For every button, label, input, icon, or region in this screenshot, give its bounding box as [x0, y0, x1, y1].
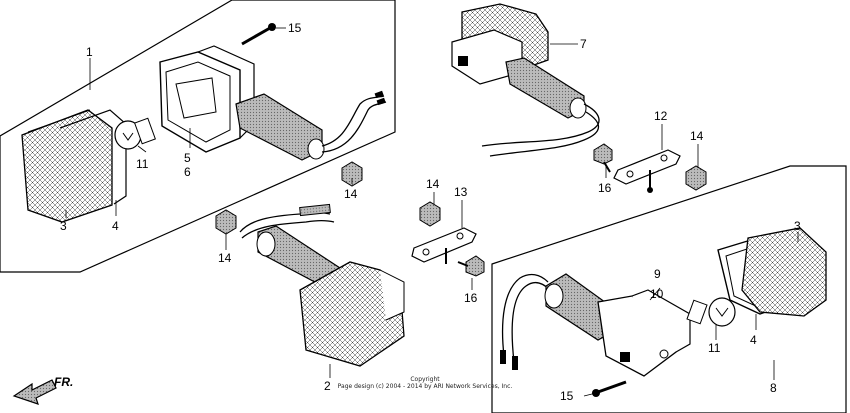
lens-part-3-right [741, 227, 827, 317]
label-part-5: 5 [184, 151, 191, 165]
label-part-7: 7 [580, 37, 587, 51]
label-part-13: 13 [454, 185, 468, 199]
label-part-1: 1 [86, 45, 93, 59]
label-part-16-center: 16 [464, 291, 478, 305]
label-part-3-left: 3 [60, 219, 67, 233]
label-part-10: 10 [650, 287, 664, 301]
turn-signal-part-2 [215, 203, 405, 367]
nut-part-14-left [215, 209, 237, 235]
assembly-box-left [0, 0, 396, 273]
bulb-part-11-left [114, 117, 156, 150]
label-part-4-left: 4 [112, 219, 119, 233]
nut-part-14-upper [341, 161, 363, 187]
label-part-8: 8 [770, 381, 777, 395]
bulb-part-11-right [686, 297, 736, 327]
screw-part-15-bottom [592, 380, 627, 397]
nut-part-14-right [685, 165, 707, 191]
bracket-part-13 [411, 227, 477, 264]
turn-signal-rear-right [500, 227, 827, 397]
screw-part-15-top [241, 23, 276, 46]
copyright-line: Page design (c) 2004 - 2014 by ARI Netwo… [337, 383, 513, 390]
leader-lines [65, 27, 799, 397]
label-part-14-right: 14 [690, 129, 704, 143]
turn-signal-front-left [21, 23, 387, 223]
label-part-11-right: 11 [708, 341, 721, 355]
label-part-14-center: 14 [426, 177, 440, 191]
label-part-16-right: 16 [598, 181, 612, 195]
front-direction-label: FR. [54, 375, 73, 389]
label-part-15-top: 15 [288, 21, 302, 35]
label-part-3-right: 3 [794, 219, 801, 233]
copyright-title: Copyright [410, 376, 440, 383]
nut-part-14-center [419, 201, 441, 227]
turn-signal-part-7 [451, 3, 600, 157]
label-part-12: 12 [654, 109, 668, 123]
bolt-part-16-center [457, 255, 485, 277]
copyright-notice: Copyright Page design (c) 2004 - 2014 by… [330, 376, 520, 390]
assembly-box-right [491, 165, 847, 413]
label-part-2: 2 [324, 379, 331, 393]
label-part-6: 6 [184, 165, 191, 179]
label-part-11-left: 11 [136, 157, 149, 171]
front-direction-arrow: FR. [12, 375, 73, 405]
bolt-part-16-right [593, 143, 613, 173]
lens-part-3-left [21, 109, 113, 223]
bracket-part-12 [613, 149, 681, 193]
label-part-14-left: 14 [218, 251, 232, 265]
label-part-14-upper: 14 [344, 187, 358, 201]
housing-part-5-6 [159, 45, 387, 161]
label-part-15-bottom: 15 [560, 389, 574, 403]
label-part-4-right: 4 [750, 333, 757, 347]
label-part-9: 9 [654, 267, 661, 281]
